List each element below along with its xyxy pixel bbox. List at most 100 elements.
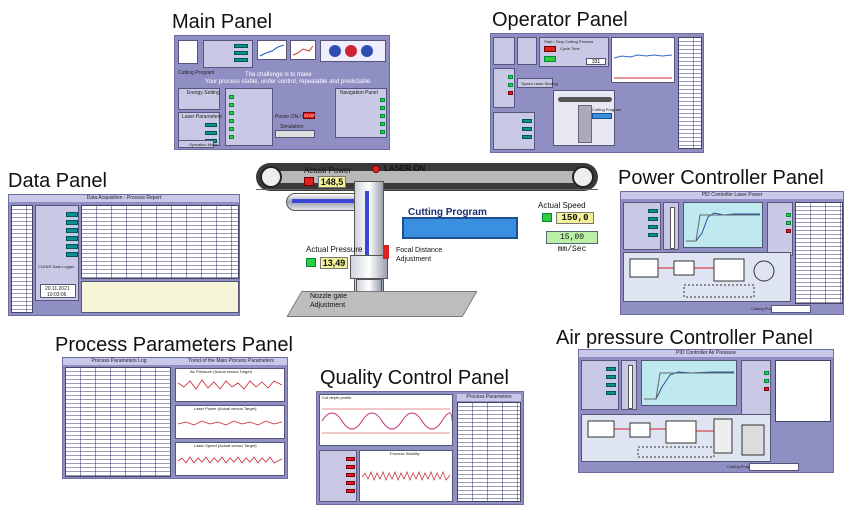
power-settings-box: [623, 202, 661, 250]
process-data-table: [65, 367, 171, 477]
main-operation-mode[interactable]: Operation Mode: [178, 140, 218, 148]
actual-speed-display: 150,0: [556, 212, 594, 224]
caption-quality-control-panel: Quality Control Panel: [320, 367, 509, 389]
main-power-button[interactable]: STOP: [303, 112, 315, 119]
power-cutting-program-label: Cutting Program: [751, 306, 781, 311]
data-empty-area: [81, 281, 239, 313]
data-left-table: [11, 205, 33, 313]
operator-params-box: [493, 112, 535, 150]
laser-on-label: LASER ON: [384, 164, 426, 173]
main-power-on-label: Power ON / OFF: [275, 114, 313, 120]
focal-distance-label-1: Focal Distance: [396, 247, 443, 254]
air-settings-box: [581, 360, 619, 410]
data-main-table: [81, 205, 239, 279]
operator-trend-chart: [611, 37, 675, 83]
air-data-list: [775, 360, 831, 422]
actual-pressure-indicator: [306, 258, 316, 267]
operator-data-table: [678, 37, 702, 149]
main-list: [178, 40, 198, 64]
data-panel-thumbnail[interactable]: Data Acquisition - Process Report CLEAR …: [8, 194, 240, 316]
laser-beam-horizontal: [292, 199, 370, 203]
caption-power-controller-panel: Power Controller Panel: [618, 167, 824, 189]
process-parameters-panel-thumbnail[interactable]: Process Parameters Log Trend of the Main…: [62, 357, 288, 479]
focal-adjust-knob[interactable]: [383, 245, 389, 259]
operator-machine-view: Cutting Program: [553, 90, 621, 146]
main-panel-thumbnail[interactable]: Cutting Program The challenge is to make…: [174, 35, 390, 150]
cutting-program-display[interactable]: [402, 217, 518, 239]
operator-second-box: [517, 37, 537, 65]
quality-right-title: Process Parameters: [457, 394, 521, 401]
process-header-right: Trend of the Main Process Parameters: [175, 358, 287, 365]
actual-speed-label: Actual Speed: [538, 201, 586, 210]
quality-data-table: [457, 402, 521, 502]
power-panel-title: PID Controller Laser Power: [621, 192, 843, 199]
caption-air-pressure-controller-panel: Air pressure Controller Panel: [556, 327, 813, 349]
cutting-program-label: Cutting Program: [408, 207, 487, 218]
main-cutting-program-label: Cutting Program: [178, 70, 215, 76]
actual-power-display: 148,5: [318, 176, 346, 188]
air-controller-panel-thumbnail[interactable]: PID Controller Air Pressure Cutting Prog…: [578, 349, 834, 473]
laser-beam-vertical: [365, 191, 369, 291]
air-cutting-program-label: Cutting Program: [727, 464, 757, 469]
process-header-left: Process Parameters Log: [63, 358, 175, 365]
nozzle-gate-label-1: Nozzle gate: [310, 293, 347, 300]
process-trend-air: Air Pressure (Actual versus Target): [175, 368, 285, 402]
actual-pressure-display: 13,49: [320, 257, 348, 269]
quality-control-panel-thumbnail[interactable]: Cut depth profile Process Stability Proc…: [316, 391, 524, 505]
caption-process-parameters-panel: Process Parameters Panel: [55, 334, 293, 356]
main-settings-list: [225, 88, 273, 146]
main-mini-chart-2: [290, 40, 316, 60]
actual-speed-indicator: [542, 213, 552, 222]
speed-mm-display: 15,00 mm/Sec: [546, 231, 598, 254]
power-controller-panel-thumbnail[interactable]: PID Controller Laser Power Cutting Progr…: [620, 191, 844, 315]
power-process-diagram: [623, 252, 791, 302]
conveyor-wheel-left: [260, 166, 282, 188]
main-energy-box: Energy Setting: [178, 88, 220, 110]
main-challenge-line1: The challenge is to make: [245, 72, 312, 78]
main-mini-chart: [257, 40, 287, 60]
conveyor-wheel-right: [572, 166, 594, 188]
caption-data-panel: Data Panel: [8, 170, 107, 192]
focal-distance-label-2: Adjustment: [396, 256, 432, 263]
laser-on-indicator: [372, 165, 380, 173]
data-clock: 20.11.2021 10:03:06: [40, 284, 76, 298]
caption-main-panel: Main Panel: [172, 11, 273, 33]
actual-pressure-label: Actual Pressure: [306, 245, 363, 254]
operator-status-box: [493, 68, 515, 108]
actual-power-indicator: [304, 177, 314, 186]
air-cutting-program-field[interactable]: [749, 463, 799, 471]
operator-cycle-box: Start / Stop Cutting Process Cycle Time …: [539, 37, 609, 67]
actual-power-label: Actual Power: [304, 166, 352, 175]
process-trend-power: Laser Power (Actual versus Target): [175, 405, 285, 439]
main-navigation-box: Navigation Panel: [335, 88, 387, 138]
air-response-chart: [641, 360, 737, 406]
quality-stability-chart: Process Stability: [359, 450, 453, 502]
laser-nozzle-body: [350, 255, 388, 279]
power-slider-box[interactable]: [663, 202, 679, 250]
operator-panel-thumbnail[interactable]: Start / Stop Cutting Process Cycle Time …: [490, 33, 704, 153]
main-input-box: [203, 40, 253, 68]
main-simulation-toggle[interactable]: [275, 130, 315, 138]
nozzle-gate-label-2: Adjustment: [310, 302, 346, 309]
data-panel-title: Data Acquisition - Process Report: [9, 195, 239, 202]
laser-machine-diagram: LASER ON Actual Power 148,5 Cutting Prog…: [256, 155, 602, 325]
air-panel-title: PID Controller Air Pressure: [579, 350, 833, 357]
conveyor-rail: [270, 171, 586, 183]
power-response-chart: [683, 202, 763, 248]
quality-cut-depth-chart: Cut depth profile: [319, 394, 453, 446]
main-logo-area: [320, 40, 386, 62]
data-settings-box: CLEAR Data Logger 20.11.2021 10:03:06: [35, 205, 79, 301]
main-simulation-label: Simulation: [280, 124, 304, 130]
process-trend-speed: Laser Speed (Actual versus Target): [175, 442, 285, 476]
operator-speed-button[interactable]: Speed Laser Moving: [517, 78, 558, 88]
quality-stats-box: [319, 450, 357, 502]
air-process-diagram: [581, 414, 771, 462]
caption-operator-panel: Operator Panel: [492, 9, 628, 31]
power-right-box: [767, 202, 793, 256]
air-slider-box[interactable]: [621, 360, 637, 410]
air-right-box: [741, 360, 771, 416]
main-challenge-line2: Your process stable, under control, repe…: [205, 79, 371, 85]
operator-left-box: [493, 37, 515, 65]
power-cutting-program-field[interactable]: [771, 305, 811, 313]
power-data-table: [795, 202, 843, 304]
